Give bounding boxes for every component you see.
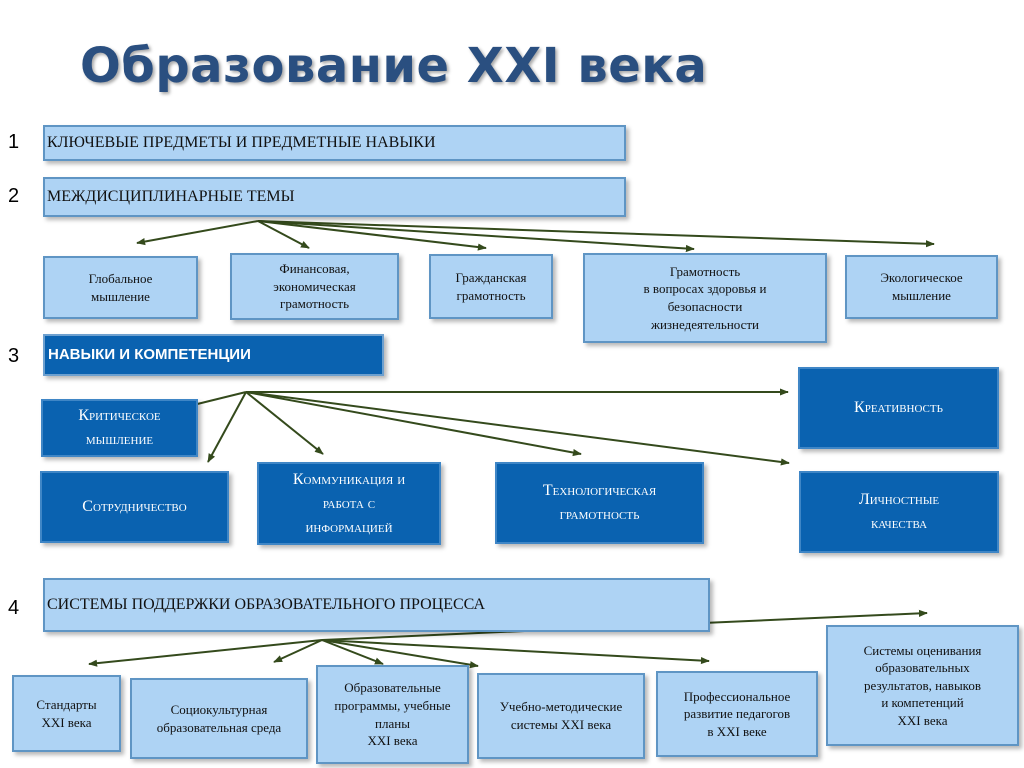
skill-creativity: Креативность [798,367,999,449]
arrow-to-sociocultural [273,639,323,663]
section-2-heading: МЕЖДИСЦИПЛИНАРНЫЕ ТЕМЫ [43,177,626,217]
section-4-heading: СИСТЕМЫ ПОДДЕРЖКИ ОБРАЗОВАТЕЛЬНОГО ПРОЦЕ… [43,578,710,632]
page-title: Образование XXI века [80,38,708,94]
arrow-to-personal-qualities [245,391,790,466]
arrow-to-communication [245,391,324,455]
section-4-number: 4 [8,597,20,619]
arrow-to-programs [321,639,384,665]
arrow-to-ecological-thinking [257,220,935,248]
arrow-to-global-thinking [136,220,259,246]
section-1-number: 1 [8,131,20,153]
arrow-to-teaching-systems [321,639,479,669]
section-1-heading: КЛЮЧЕВЫЕ ПРЕДМЕТЫ И ПРЕДМЕТНЫЕ НАВЫКИ [43,125,626,161]
arrow-to-standards [88,639,323,667]
arrow-to-prof-development [321,639,710,665]
arrow-to-health-literacy [257,220,695,253]
arrow-to-financial-literacy [257,220,310,249]
section-3-number: 3 [8,345,20,367]
section-3-heading: НАВЫКИ И КОМПЕТЕНЦИИ [43,334,384,376]
arrow-to-civic-literacy [257,220,487,251]
arrow-to-collaboration [207,391,247,463]
skill-collaboration: Сотрудничество [40,471,229,543]
arrow-to-technological-literacy [245,391,582,457]
section-2-number: 2 [8,185,20,207]
